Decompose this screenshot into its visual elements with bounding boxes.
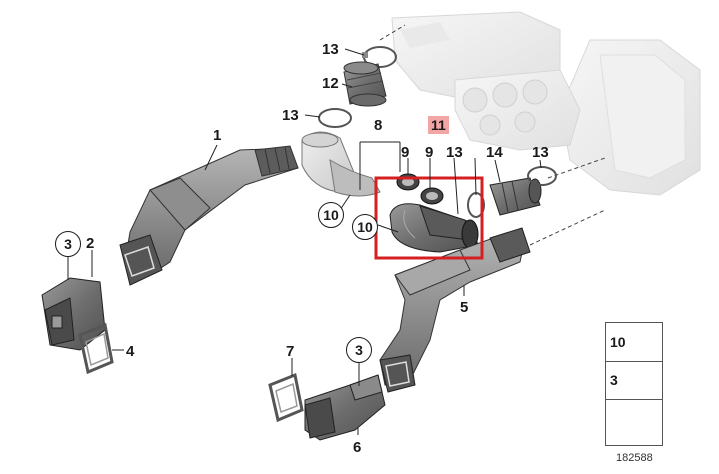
callout-3-left: 3 [55, 231, 81, 257]
part-13-clamp-right [527, 166, 557, 186]
part-6-housing [304, 374, 386, 441]
callout-9-left: 9 [401, 144, 410, 161]
dash-leaders [379, 24, 606, 246]
callout-13-top: 13 [322, 41, 339, 58]
callout-14: 14 [486, 144, 503, 161]
callout-13-right: 13 [532, 144, 549, 161]
callout-10-right: 10 [352, 214, 378, 240]
callout-4: 4 [126, 343, 135, 360]
callout-1: 1 [213, 127, 222, 144]
legend-number-10: 10 [610, 334, 626, 350]
part-2-housing [41, 277, 106, 351]
callout-13-mid: 13 [282, 107, 299, 124]
callout-5: 5 [460, 299, 469, 316]
leader-lines [67, 48, 542, 435]
part-1-duct [119, 145, 299, 286]
callout-13-center: 13 [446, 144, 463, 161]
callout-3-right: 3 [346, 337, 372, 363]
part-4-bracket [78, 322, 114, 375]
part-13-clamp-top [362, 46, 397, 68]
highlight-box [374, 176, 484, 260]
diagram-id: 182588 [616, 452, 653, 464]
legend-row-3: 3 [606, 361, 662, 400]
callout-10-left: 10 [318, 202, 344, 228]
callout-8: 8 [374, 117, 383, 134]
fastener-legend: 10 3 [605, 322, 663, 446]
part-5-duct [379, 227, 531, 393]
part-14-connector [489, 177, 542, 216]
callout-6: 6 [353, 439, 362, 456]
callout-9-right: 9 [425, 144, 434, 161]
callout-2: 2 [86, 235, 95, 252]
legend-row-10: 10 [606, 323, 662, 362]
callout-11-highlighted: 11 [428, 116, 449, 134]
part-7-bracket [268, 372, 304, 423]
legend-number-3: 3 [610, 372, 618, 388]
callout-7: 7 [286, 343, 295, 360]
engine-background [391, 11, 701, 196]
part-13-clamp-mid [318, 108, 352, 128]
part-8-duct [301, 131, 381, 197]
part-12-bellows [343, 61, 387, 107]
part-11-duct [389, 203, 479, 253]
callout-12: 12 [322, 75, 339, 92]
